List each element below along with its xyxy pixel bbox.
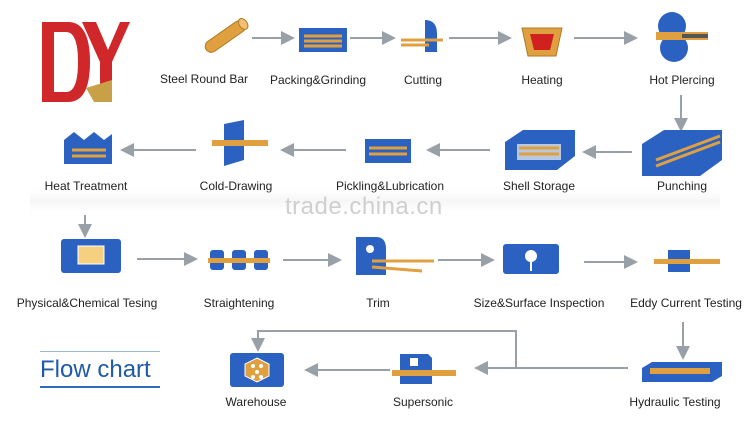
shell-storage-icon <box>503 128 577 177</box>
hydraulic-icon <box>640 360 724 389</box>
packing-grinding-icon <box>298 27 348 58</box>
watermark: trade.china.cn <box>285 193 443 220</box>
label-cutting: Cutting <box>403 73 443 87</box>
label-pickling-lubrication: Pickling&Lubrication <box>335 179 445 193</box>
arrow <box>251 330 517 368</box>
pickling-lubrication-icon <box>364 138 412 169</box>
physical-chemical-icon <box>60 238 122 279</box>
label-hydraulic: Hydraulic Testing <box>629 395 721 409</box>
label-steel-round-bar: Steel Round Bar <box>159 72 249 86</box>
warehouse-icon <box>229 352 285 393</box>
eddy-current-icon <box>654 248 720 279</box>
straightening-icon <box>208 248 270 277</box>
company-logo <box>38 18 130 106</box>
label-heat-treatment: Heat Treatment <box>44 179 128 193</box>
label-heating: Heating <box>521 73 563 87</box>
punching-icon <box>640 126 724 183</box>
hot-piercing-icon <box>648 8 710 71</box>
label-physical-chemical: Physical&Chemical Tesing <box>16 296 158 310</box>
label-warehouse: Warehouse <box>225 395 287 409</box>
size-surface-icon <box>502 243 560 280</box>
label-straightening: Straightening <box>203 296 275 310</box>
trim-icon <box>352 235 436 282</box>
label-supersonic: Supersonic <box>392 395 454 409</box>
flow-chart-underline <box>40 386 160 388</box>
label-packing-grinding: Packing&Grinding <box>269 73 367 87</box>
label-punching: Punching <box>656 179 708 193</box>
label-hot-piercing: Hot Plercing <box>649 73 715 87</box>
cutting-icon <box>399 18 445 63</box>
heat-treatment-icon <box>62 130 114 171</box>
heating-icon <box>520 26 564 63</box>
supersonic-icon <box>392 350 456 393</box>
steel-round-bar-icon <box>200 16 252 61</box>
label-trim: Trim <box>366 296 390 310</box>
page-title: Flow chart <box>40 356 151 383</box>
watermark-band <box>30 190 720 212</box>
cold-drawing-icon <box>210 120 270 175</box>
label-cold-drawing: Cold-Drawing <box>199 179 273 193</box>
label-size-surface: Size&Surface Inspection <box>473 296 605 310</box>
label-eddy-current: Eddy Current Testing <box>630 296 742 310</box>
flow-chart-topline <box>40 351 160 352</box>
label-shell-storage: Shell Storage <box>502 179 576 193</box>
